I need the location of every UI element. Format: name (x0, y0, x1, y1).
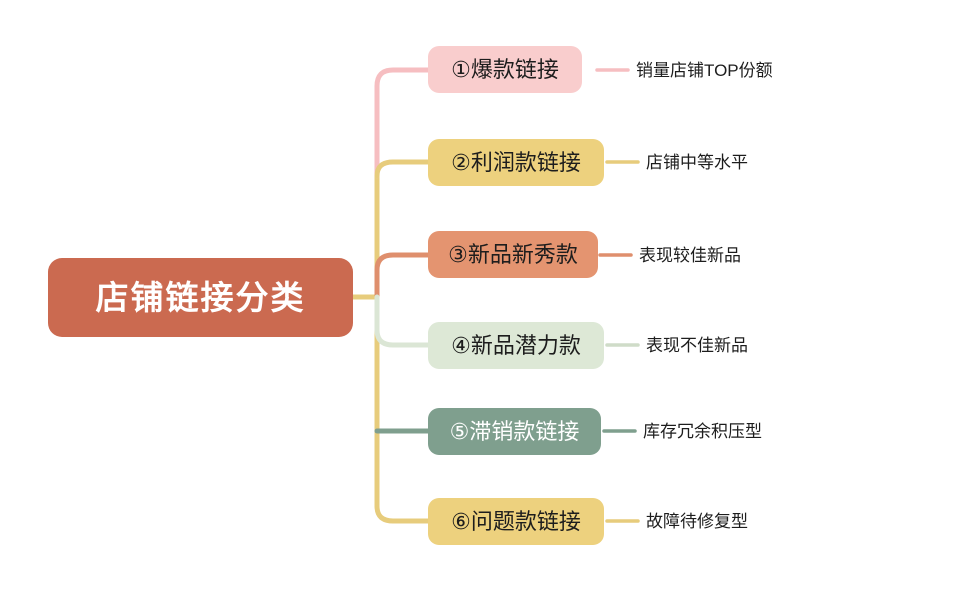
branch-note-1: 销量店铺TOP份额 (636, 61, 773, 80)
connector-branch-4 (374, 294, 431, 348)
branch-node-3[interactable]: ③新品新秀款 (428, 231, 598, 278)
connector-branch-3 (374, 252, 431, 300)
branch-node-2-label: ②利润款链接 (451, 149, 581, 175)
branch-node-2[interactable]: ②利润款链接 (428, 139, 604, 186)
branch-node-6[interactable]: ⑥问题款链接 (428, 498, 604, 545)
branch-node-3-label: ③新品新秀款 (448, 241, 578, 267)
branch-node-1[interactable]: ①爆款链接 (428, 46, 582, 93)
branch-node-4-label: ④新品潜力款 (451, 332, 581, 358)
branch-node-1-label: ①爆款链接 (451, 56, 559, 82)
branch-node-5[interactable]: ⑤滞销款链接 (428, 408, 601, 455)
connector-branch-2 (374, 159, 431, 179)
branch-note-4: 表现不佳新品 (646, 336, 748, 355)
branch-node-5-label: ⑤滞销款链接 (449, 418, 580, 444)
branch-note-5: 库存冗余积压型 (643, 422, 762, 441)
root-node[interactable]: 店铺链接分类 (48, 258, 353, 337)
connector-branch-1 (374, 67, 431, 179)
branch-note-3: 表现较佳新品 (639, 246, 741, 265)
branch-note-6: 故障待修复型 (646, 512, 748, 531)
connector-branch-6 (374, 503, 431, 524)
branch-node-6-label: ⑥问题款链接 (451, 508, 581, 534)
branch-note-2: 店铺中等水平 (646, 153, 748, 172)
root-node-label: 店铺链接分类 (95, 279, 306, 316)
branch-node-4[interactable]: ④新品潜力款 (428, 322, 604, 369)
